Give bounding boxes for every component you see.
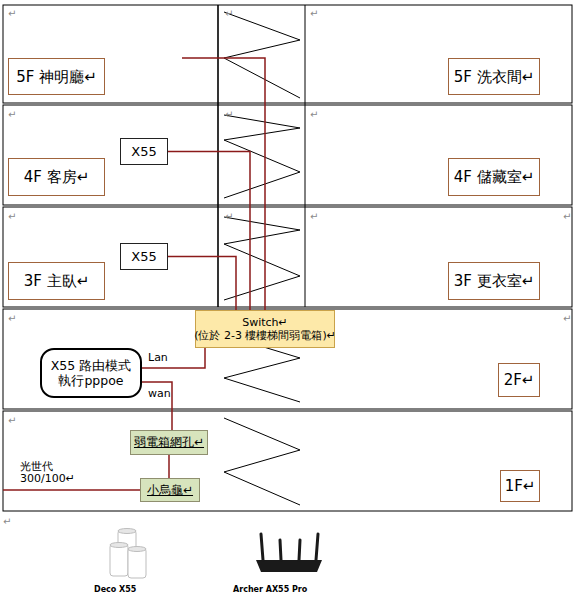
deco-unit <box>128 548 146 578</box>
fiber-wire <box>3 489 140 491</box>
antenna <box>316 534 318 560</box>
floor-label: 1F↵ <box>500 470 540 502</box>
paragraph-mark: ↵ <box>563 211 571 222</box>
cable-connector <box>142 348 205 368</box>
text-label: Archer AX55 Pro <box>233 586 307 595</box>
cable-connector <box>168 152 250 311</box>
paragraph-mark: ↵ <box>563 313 571 324</box>
cable-wire <box>182 58 265 310</box>
paragraph-mark: ↵ <box>8 415 16 426</box>
floor-label: 2F↵ <box>498 363 540 397</box>
room-label: 5F 洗衣間↵ <box>448 58 540 95</box>
room-label: 3F 更衣室↵ <box>448 262 540 300</box>
port-label: wan <box>148 388 171 400</box>
wall-port-box: 弱電箱網孔↵ <box>130 430 208 455</box>
paragraph-mark: ↵ <box>8 8 16 19</box>
node-text: 1F↵ <box>505 477 536 495</box>
deco-unit <box>110 544 128 576</box>
node-text: 4F 客房↵ <box>24 168 90 186</box>
node-text: 4F 儲藏室↵ <box>454 168 535 186</box>
paragraph-mark: ↵ <box>225 8 233 19</box>
router-body <box>256 560 322 572</box>
room-label: 5F 神明廳↵ <box>8 58 105 95</box>
paragraph-mark: ↵ <box>225 211 233 222</box>
paragraph-mark: ↵ <box>8 109 16 120</box>
floor-3-frame <box>3 207 572 307</box>
text-label: 300/100↵ <box>20 473 75 485</box>
cable-connector <box>142 382 172 430</box>
paragraph-mark: ↵ <box>225 109 233 120</box>
access-point-box: X55 <box>120 243 168 270</box>
antenna <box>299 540 300 560</box>
node-text: (位於 2-3 樓樓梯間弱電箱)↵ <box>194 329 336 342</box>
node-text: 小烏龜↵ <box>147 483 193 497</box>
paragraph-mark: ↵ <box>310 211 318 222</box>
node-text: X55 <box>131 144 156 160</box>
floor-1-frame <box>3 411 572 511</box>
node-text: Switch↵ <box>242 316 288 329</box>
port-label: Lan <box>148 352 168 364</box>
router-antennas <box>261 534 318 560</box>
deco-icon <box>110 529 146 579</box>
stair-wall <box>305 5 306 307</box>
room-label: 3F 主臥↵ <box>8 262 105 300</box>
antenna <box>280 540 281 560</box>
node-text: X55 <box>131 249 156 265</box>
stair-zigzag <box>224 115 300 198</box>
stair-zigzag <box>224 12 300 98</box>
switch-box: Switch↵(位於 2-3 樓樓梯間弱電箱)↵ <box>195 310 335 348</box>
node-text: 弱電箱網孔↵ <box>134 435 204 449</box>
deco-top <box>110 543 128 548</box>
node-text: X55 路由模式 執行pppoe <box>48 358 134 388</box>
access-point-box: X55 <box>120 138 168 165</box>
node-text: 3F 更衣室↵ <box>454 272 535 290</box>
modem-box: 小烏龜↵ <box>140 478 200 502</box>
cable-connector <box>168 257 236 311</box>
router-icon <box>256 534 322 572</box>
paragraph-mark: ↵ <box>3 516 11 527</box>
stair-symbols <box>224 12 300 505</box>
cable-connector <box>168 455 170 478</box>
deco-top <box>128 547 146 552</box>
floor-4-frame <box>3 105 572 205</box>
node-text: 3F 主臥↵ <box>24 272 90 290</box>
deco-top <box>118 529 136 534</box>
room-label: 4F 儲藏室↵ <box>448 158 540 196</box>
stair-zigzag <box>224 418 300 505</box>
floor-2-frame <box>3 309 572 409</box>
floor-frames <box>3 5 572 511</box>
node-text: 5F 神明廳↵ <box>16 68 97 86</box>
paragraph-mark: ↵ <box>310 8 318 19</box>
paragraph-mark: ↵ <box>310 109 318 120</box>
router-box: X55 路由模式 執行pppoe <box>40 348 142 398</box>
floor-5-frame <box>3 5 572 103</box>
stair-zigzag <box>224 217 300 300</box>
text-label: 光世代 <box>20 461 53 473</box>
node-text: 5F 洗衣間↵ <box>454 68 535 86</box>
text-label: Deco X55 <box>94 586 136 595</box>
loose-wires <box>3 58 265 490</box>
paragraph-mark: ↵ <box>8 313 16 324</box>
room-label: 4F 客房↵ <box>8 158 105 196</box>
stair-wall <box>217 5 219 307</box>
node-text: 2F↵ <box>504 371 535 389</box>
paragraph-mark: ↵ <box>8 211 16 222</box>
antenna <box>261 534 263 560</box>
